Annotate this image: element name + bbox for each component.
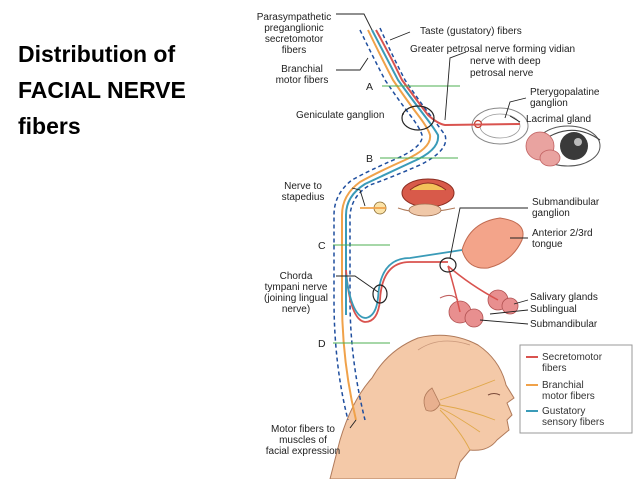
label-sublingual: Sublingual [530,304,577,315]
level-letter-b: B [366,153,373,165]
legend-secretomotor-2: fibers [542,363,566,374]
label-parasympathetic-3: secretomotor [265,34,324,45]
label-branchial-2: motor fibers [276,75,329,86]
label-submandibular: Submandibular [530,319,598,330]
title-line-1: Distribution of [18,41,176,67]
legend-gustatory-2: sensory fibers [542,417,604,428]
title-line-3: fibers [18,113,81,139]
tongue-illustration [461,217,524,269]
legend-branchial-1: Branchial [542,380,584,391]
label-motor-1: Motor fibers to [271,424,335,435]
geniculate-ganglion-shape [401,105,435,131]
label-pterygopalatine-1: Pterygopalatine [530,87,600,98]
label-greater-petrosal-2: nerve with deep [470,56,541,67]
label-chorda-4: nerve) [282,304,310,315]
label-submandibular-ganglion-1: Submandibular [532,197,600,208]
salivary-glands-illustration [439,289,519,328]
label-greater-petrosal-1: Greater petrosal nerve forming vidian [410,44,575,55]
leader-lines [336,13,529,429]
label-geniculate: Geniculate ganglion [296,110,384,121]
label-tongue-2: tongue [532,239,563,250]
label-pterygopalatine-2: ganglion [530,98,568,109]
level-letter-a: A [366,81,373,93]
label-branchial-1: Branchial [281,64,323,75]
label-greater-petrosal-3: petrosal nerve [470,68,534,79]
label-lacrimal: Lacrimal gland [526,114,591,125]
eye-illustration [525,125,601,167]
label-stapedius-2: stapedius [282,192,325,203]
legend-secretomotor-1: Secretomotor [542,352,603,363]
label-stapedius-1: Nerve to [284,181,322,192]
label-parasympathetic-1: Parasympathetic [257,12,331,23]
label-taste: Taste (gustatory) fibers [420,26,522,37]
label-chorda-1: Chorda [280,271,313,282]
level-letter-c: C [318,240,326,252]
slide-title: Distribution of FACIAL NERVE fibers [18,36,238,144]
label-chorda-3: (joining lingual [264,293,328,304]
label-chorda-2: tympani nerve [265,282,328,293]
pterygopalatine-area [471,107,529,145]
legend-box [519,344,633,434]
legend-gustatory-1: Gustatory [542,406,585,417]
nerve-pathway [333,27,521,421]
label-motor-2: muscles of [279,435,327,446]
label-tongue-1: Anterior 2/3rd [532,228,593,239]
middle-ear-illustration [373,178,456,217]
label-parasympathetic-2: preganglionic [264,23,324,34]
level-markers: A B C D [318,81,460,350]
title-line-2: FACIAL NERVE [18,77,186,103]
right-labels: Taste (gustatory) fibers Greater petrosa… [410,26,600,330]
label-salivary: Salivary glands [530,292,598,303]
head-illustration [329,334,515,479]
label-parasympathetic-4: fibers [282,45,306,56]
label-submandibular-ganglion-2: ganglion [532,208,570,219]
level-letter-d: D [318,338,326,350]
legend-branchial-2: motor fibers [542,391,595,402]
left-labels: Parasympathetic preganglionic secretomot… [257,12,385,457]
legend: Secretomotor fibers Branchial motor fibe… [519,344,633,434]
label-motor-3: facial expression [266,446,340,457]
